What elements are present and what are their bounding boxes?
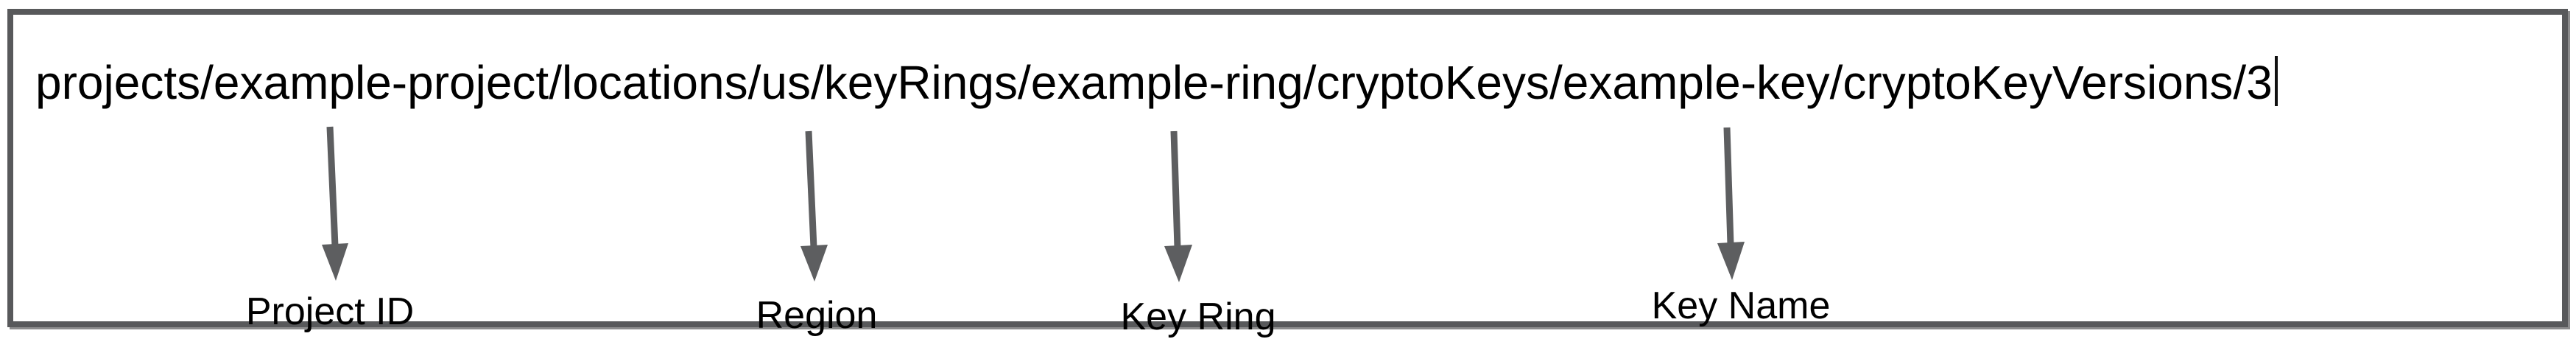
- label-region: Region: [756, 294, 878, 337]
- label-project-id: Project ID: [245, 290, 415, 333]
- arrow-region: [800, 130, 828, 282]
- arrow-key-ring: [1164, 130, 1192, 282]
- arrow-key-name: [1717, 127, 1745, 280]
- label-key-name: Key Name: [1651, 284, 1831, 327]
- resource-path-input-box[interactable]: projects/example-project/locations/us/ke…: [7, 9, 2568, 338]
- label-key-ring: Key Ring: [1120, 296, 1276, 338]
- resource-path-value: projects/example-project/locations/us/ke…: [35, 56, 2273, 109]
- text-cursor: [2274, 56, 2278, 106]
- arrow-project-id: [322, 126, 348, 281]
- resource-path-text[interactable]: projects/example-project/locations/us/ke…: [35, 56, 2278, 111]
